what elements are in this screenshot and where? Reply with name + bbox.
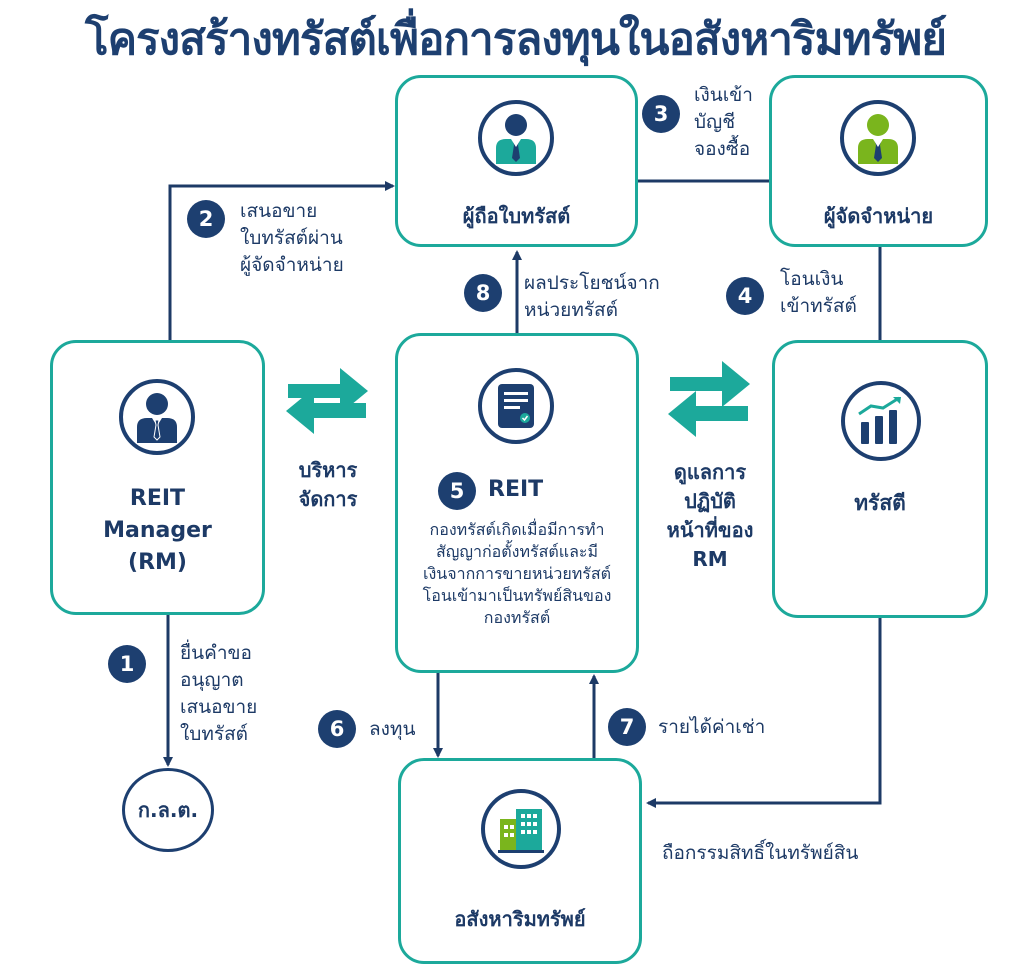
- node-unitholder: ผู้ถือใบทรัสต์: [395, 75, 638, 247]
- relation-ownership: ถือกรรมสิทธิ์ในทรัพย์สิน: [662, 842, 859, 864]
- step-6-text: ลงทุน: [369, 718, 416, 740]
- building-icon: [481, 789, 561, 869]
- step-5-badge: 5: [438, 472, 476, 510]
- step-4-text: โอนเงิน เข้าทรัสต์: [780, 268, 857, 317]
- node-real-estate-label: อสังหาริมทรัพย์: [454, 907, 586, 931]
- exchange-arrows-right: [668, 361, 750, 437]
- step-3-badge: 3: [642, 95, 680, 133]
- step-1-badge: 1: [108, 645, 146, 683]
- step-4-badge: 4: [726, 277, 764, 315]
- step-3-text: เงินเข้า บัญชี จองซื้อ: [694, 84, 753, 160]
- node-reit-manager: REIT Manager (RM): [50, 340, 265, 615]
- node-reit-description: กองทรัสต์เกิดเมื่อมีการทำ สัญญาก่อตั้งทร…: [422, 520, 612, 627]
- node-sec: ก.ล.ต.: [122, 768, 214, 852]
- node-sec-label: ก.ล.ต.: [137, 798, 199, 822]
- relation-oversee: ดูแลการ ปฏิบัติ หน้าที่ของ RM: [666, 460, 754, 571]
- person-icon: [119, 379, 195, 455]
- step-5-label: REIT: [488, 477, 544, 502]
- person-icon: [840, 100, 916, 176]
- exchange-arrows-left: [286, 368, 368, 434]
- step-2-badge: 2: [187, 200, 225, 238]
- node-distributor-label: ผู้จัดจำหน่าย: [823, 204, 934, 228]
- step-6-badge: 6: [318, 710, 356, 748]
- person-icon: [478, 100, 554, 176]
- step-1-text: ยื่นคำขอ อนุญาต เสนอขาย ใบทรัสต์: [180, 642, 258, 745]
- step-7-text: รายได้ค่าเช่า: [658, 716, 766, 738]
- document-icon: [478, 368, 554, 444]
- step-2-text: เสนอขาย ใบทรัสต์ผ่าน ผู้จัดจำหน่าย: [240, 200, 344, 276]
- node-trustee-label: ทรัสตี: [854, 491, 906, 515]
- page-title: โครงสร้างทรัสต์เพื่อการลงทุนในอสังหาริมท…: [84, 14, 947, 65]
- node-real-estate: อสังหาริมทรัพย์: [398, 758, 642, 964]
- node-reit-manager-label: REIT Manager (RM): [103, 486, 212, 575]
- arrow-step-2: [168, 181, 395, 340]
- node-unitholder-label: ผู้ถือใบทรัสต์: [462, 204, 571, 228]
- step-8-text: ผลประโยชน์จาก หน่วยทรัสต์: [524, 272, 660, 321]
- node-reit: [395, 333, 639, 673]
- step-7-badge: 7: [608, 708, 646, 746]
- step-8-badge: 8: [464, 274, 502, 312]
- node-trustee: ทรัสตี: [772, 340, 988, 618]
- growth-chart-icon: [841, 381, 921, 461]
- arrow-ownership: [646, 617, 882, 808]
- relation-manage: บริหาร จัดการ: [298, 458, 358, 511]
- node-distributor: ผู้จัดจำหน่าย: [769, 75, 988, 247]
